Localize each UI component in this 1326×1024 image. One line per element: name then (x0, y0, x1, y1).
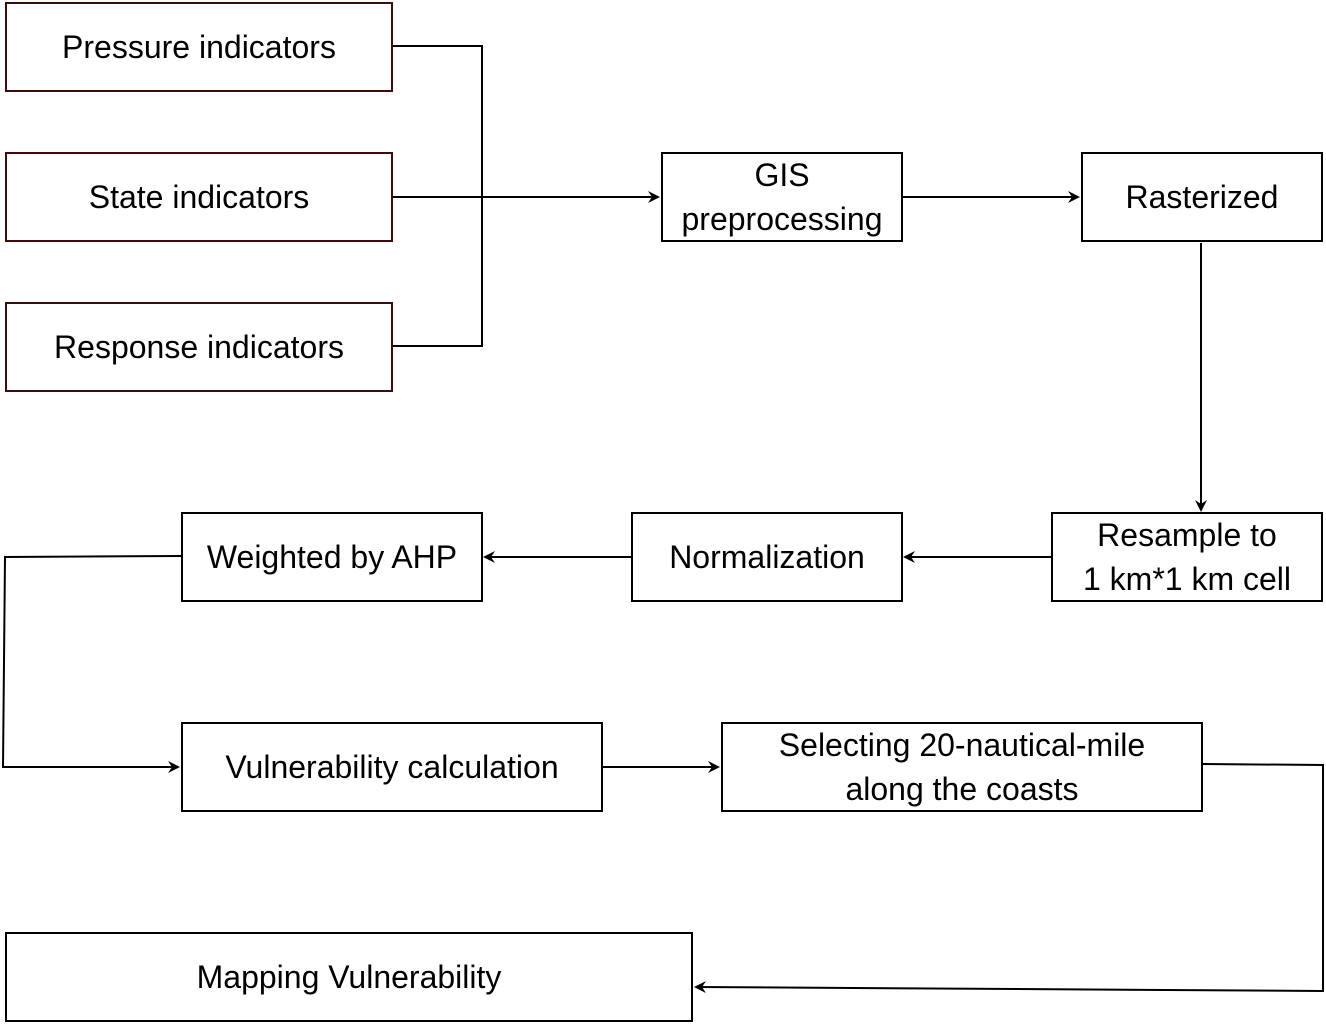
response-indicators-box: Response indicators (5, 302, 393, 392)
selecting-coasts-box: Selecting 20-nautical-mile along the coa… (721, 722, 1203, 812)
connector-pressure-to-merge (393, 45, 483, 197)
arrow-weighted-to-vulnerability (1, 555, 182, 773)
resample-box: Resample to 1 km*1 km cell (1051, 512, 1323, 602)
connector-response-to-merge (393, 197, 483, 347)
rasterized-box: Rasterized (1081, 152, 1323, 242)
weighted-by-ahp-box: Weighted by AHP (181, 512, 483, 602)
state-indicators-box: State indicators (5, 152, 393, 242)
mapping-vulnerability-box: Mapping Vulnerability (5, 932, 693, 1022)
arrow-selecting-to-mapping (694, 763, 1324, 994)
gis-preprocessing-box: GIS preprocessing (661, 152, 903, 242)
normalization-box: Normalization (631, 512, 903, 602)
vulnerability-calculation-box: Vulnerability calculation (181, 722, 603, 812)
pressure-indicators-box: Pressure indicators (5, 2, 393, 92)
